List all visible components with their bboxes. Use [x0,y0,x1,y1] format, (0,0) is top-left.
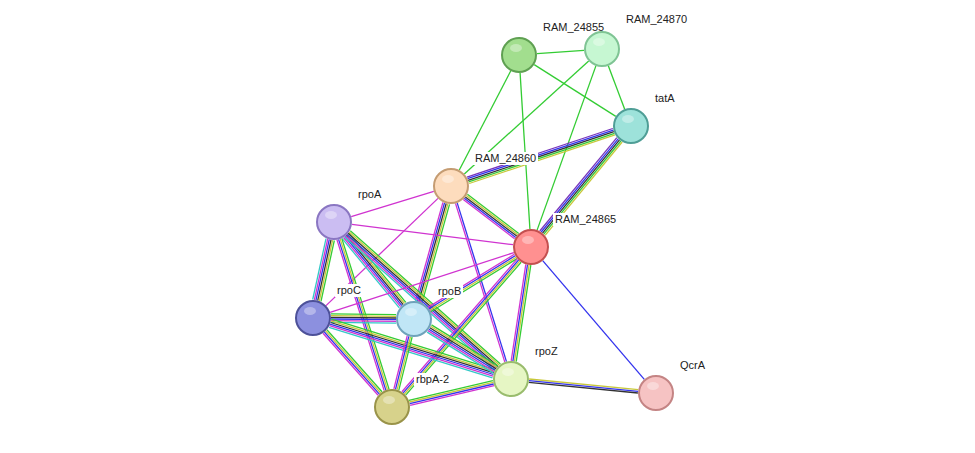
node-label: RAM_24865 [553,213,618,226]
node-label: rbpA-2 [414,373,451,386]
evidence-line [463,200,514,239]
node-highlight [647,382,659,390]
evidence-line [350,231,500,364]
protein-node: RAM_24860 [433,168,469,204]
node-highlight [304,307,316,315]
evidence-line [511,264,526,360]
evidence-line [515,265,530,361]
association-edge [313,239,335,302]
node-label: rpoZ [533,345,560,358]
association-edge [463,194,518,239]
evidence-line [396,336,409,389]
node-highlight [522,236,534,244]
evidence-line [427,332,493,373]
evidence-line [316,239,329,300]
evidence-line [464,198,515,237]
association-edge [540,138,622,236]
node-label: RAM_24870 [624,13,689,26]
protein-node: rpoB [396,301,432,337]
evidence-line [410,384,494,404]
evidence-line [431,259,517,312]
protein-node: rbpA-2 [374,389,410,425]
node-label: tatA [653,92,677,105]
evidence-line [331,313,396,315]
evidence-line [534,65,616,117]
evidence-line [323,333,378,395]
association-edge [520,73,530,229]
evidence-line [529,381,638,392]
node-highlight [622,115,634,123]
evidence-line [520,73,530,229]
evidence-line [313,239,326,300]
association-edge [427,325,498,373]
evidence-line [428,331,494,372]
protein-node: RAM_24855 [501,37,537,73]
evidence-line [432,325,498,366]
node-highlight [593,38,605,46]
evidence-line [352,224,513,244]
evidence-line [466,196,517,235]
protein-node: RAM_24870 [584,31,620,67]
association-edge [394,336,412,390]
evidence-line [430,328,496,369]
evidence-line [541,139,618,232]
protein-node: QcrA [638,375,674,411]
evidence-line [394,336,407,389]
node-highlight [442,175,454,183]
protein-node: rpoA [316,204,352,240]
evidence-line [464,61,588,174]
association-edge [608,66,624,109]
node-label: rpoB [436,285,463,298]
association-edge [511,264,531,361]
evidence-line [543,261,645,380]
association-edge [537,50,584,53]
evidence-line [513,265,528,361]
protein-node: RAM_24865 [513,229,549,265]
association-edge [534,65,616,117]
evidence-line [410,386,494,406]
association-edge [529,379,638,393]
node-label: RAM_24860 [473,152,538,165]
evidence-line [544,141,621,234]
node-label: QcrA [678,359,707,372]
evidence-line [467,194,518,233]
evidence-line [324,332,379,394]
protein-node: tatA [613,108,649,144]
node-highlight [510,44,522,52]
evidence-line [465,197,516,236]
evidence-line [331,315,396,317]
protein-node: rpoC [295,300,331,336]
evidence-line [314,239,327,300]
protein-node: rpoZ [493,361,529,397]
evidence-line [545,142,622,235]
association-edge [464,61,588,174]
node-highlight [405,308,417,316]
evidence-line [543,140,620,233]
association-edge [352,224,513,244]
node-highlight [383,396,395,404]
evidence-line [537,50,584,53]
evidence-line [608,66,624,109]
evidence-line [331,317,396,319]
evidence-line [397,337,410,390]
association-edge [543,261,645,380]
node-highlight [502,368,514,376]
evidence-line [529,382,638,393]
node-label: rpoA [356,188,383,201]
node-label: rpoC [335,284,363,297]
evidence-line [429,329,495,370]
node-highlight [325,211,337,219]
evidence-line [331,318,396,320]
evidence-line [431,326,497,367]
